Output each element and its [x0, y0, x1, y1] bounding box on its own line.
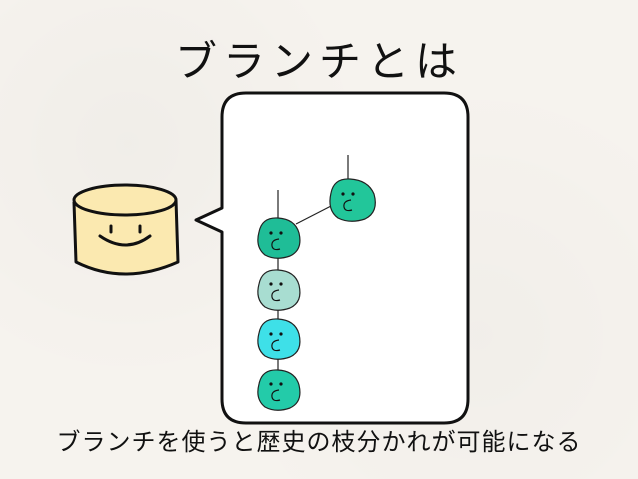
commit-node-3	[257, 269, 301, 311]
commit-node-4	[257, 217, 301, 259]
slide-title: ブランチとは	[174, 37, 463, 86]
smiling-cylinder-icon	[72, 183, 180, 276]
commit-node-1	[257, 369, 301, 411]
commit-node-2	[257, 318, 301, 360]
slide-caption: ブランチを使うと歴史の枝分かれが可能になる	[56, 428, 582, 456]
speech-bubble	[194, 91, 470, 425]
commit-node-branch	[329, 178, 376, 222]
commit-blob	[329, 178, 376, 222]
commit-blob	[257, 318, 301, 360]
commit-blob	[257, 217, 301, 259]
